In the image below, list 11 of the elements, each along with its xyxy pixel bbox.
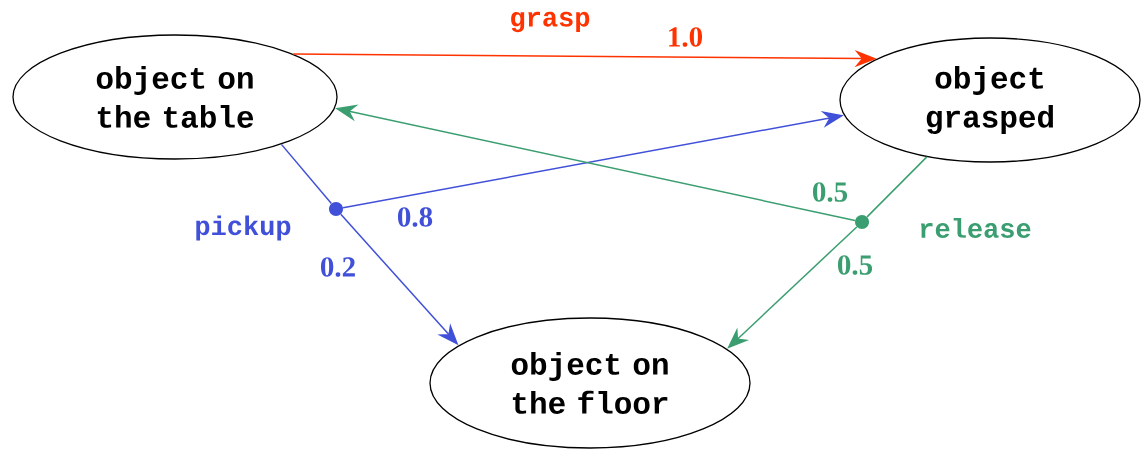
edge-label: 0.5 xyxy=(835,254,875,276)
action-label: release xyxy=(920,218,1031,238)
edge-label: 1.0 xyxy=(665,26,705,48)
arrow xyxy=(727,226,858,349)
edge-label: 0.8 xyxy=(395,206,435,228)
action-label: grasp xyxy=(511,11,590,33)
junction-dot xyxy=(329,202,343,216)
edge-label: 0.5 xyxy=(810,181,850,203)
junction-dot xyxy=(855,215,869,229)
action-label: pickup xyxy=(196,215,291,241)
edge-label: 0.2 xyxy=(318,256,358,278)
